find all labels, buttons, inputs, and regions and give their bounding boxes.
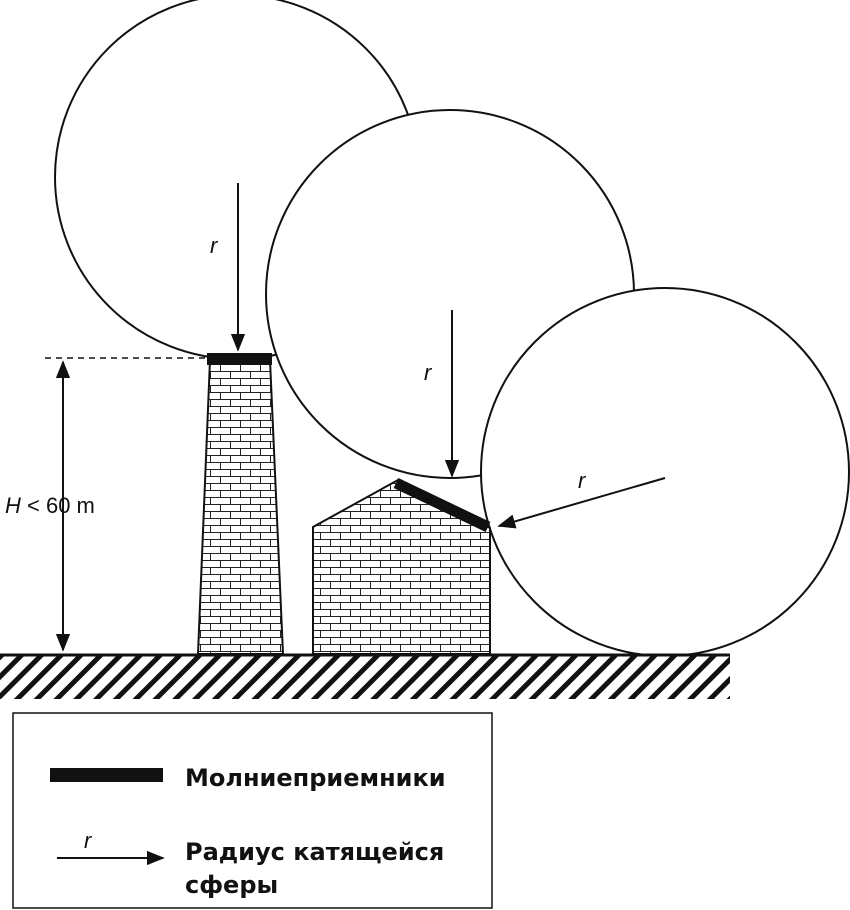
radius-label-3: r [578, 468, 587, 493]
roof-air-terminal [393, 478, 491, 532]
radius-label-2: r [424, 360, 433, 385]
radius-label-1: r [210, 233, 219, 258]
legend-air-terminal-swatch [50, 768, 163, 782]
chimney [196, 359, 285, 655]
legend-radius-label-line1: Радиус катящейся [185, 838, 444, 866]
legend-radius-symbol: r [84, 828, 93, 853]
legend-radius-label-line2: сферы [185, 871, 278, 899]
rolling-sphere-3 [480, 287, 850, 657]
ground [0, 655, 730, 699]
height-label: H < 60 m [5, 493, 95, 518]
chimney-air-terminal [207, 353, 272, 365]
legend-air-terminals-label: Молниеприемники [185, 764, 446, 792]
radius-arrow-3 [497, 477, 666, 529]
house [312, 478, 491, 655]
legend: Молниеприемники r Радиус катящейся сферы [12, 712, 493, 909]
